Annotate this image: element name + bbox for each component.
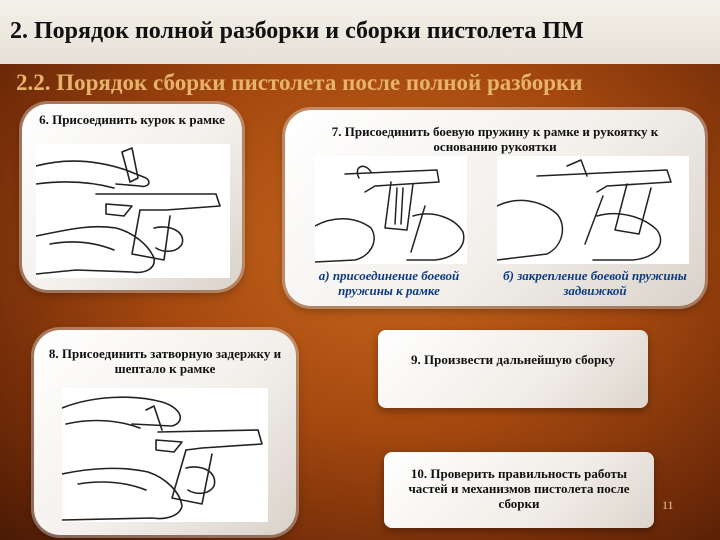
spring-latch-drawing bbox=[497, 159, 672, 261]
step-6-text: 6. Присоединить курок к рамке bbox=[39, 112, 225, 127]
step-10-text: 10. Проверить правильность работы частей… bbox=[408, 466, 630, 511]
step-7a-caption: а) присоединение боевой пружины к рамке bbox=[318, 268, 460, 298]
step-7-text: 7. Присоединить боевую пружину к рамке и… bbox=[331, 124, 659, 154]
step-6-card: 6. Присоединить курок к рамке bbox=[22, 104, 242, 290]
slide-stop-sear-drawing bbox=[62, 396, 263, 521]
step-8-card: 8. Присоединить затворную задержку и шеп… bbox=[34, 330, 296, 535]
step-7-card: 7. Присоединить боевую пружину к рамке и… bbox=[285, 110, 705, 306]
step-6-illustration bbox=[36, 144, 230, 278]
step-7a-illustration bbox=[315, 156, 467, 264]
spring-to-frame-drawing bbox=[315, 165, 465, 263]
title-bar: 2. Порядок полной разборки и сборки пист… bbox=[0, 0, 720, 64]
step-9-box: 9. Произвести дальнейшую сборку bbox=[378, 330, 648, 408]
page-number: 11 bbox=[662, 498, 674, 512]
step-10-box: 10. Проверить правильность работы частей… bbox=[384, 452, 654, 528]
slide-title: 2. Порядок полной разборки и сборки пист… bbox=[10, 18, 584, 44]
step-9-text: 9. Произвести дальнейшую сборку bbox=[411, 352, 615, 367]
step-7b-caption: б) закрепление боевой пружины задвижкой bbox=[503, 268, 687, 298]
hands-pistol-hammer-drawing bbox=[36, 147, 221, 275]
step-8-text: 8. Присоединить затворную задержку и шеп… bbox=[48, 346, 282, 376]
step-7b-illustration bbox=[497, 156, 689, 264]
step-8-illustration bbox=[62, 388, 268, 522]
slide-subtitle: 2.2. Порядок сборки пистолета после полн… bbox=[16, 70, 583, 95]
